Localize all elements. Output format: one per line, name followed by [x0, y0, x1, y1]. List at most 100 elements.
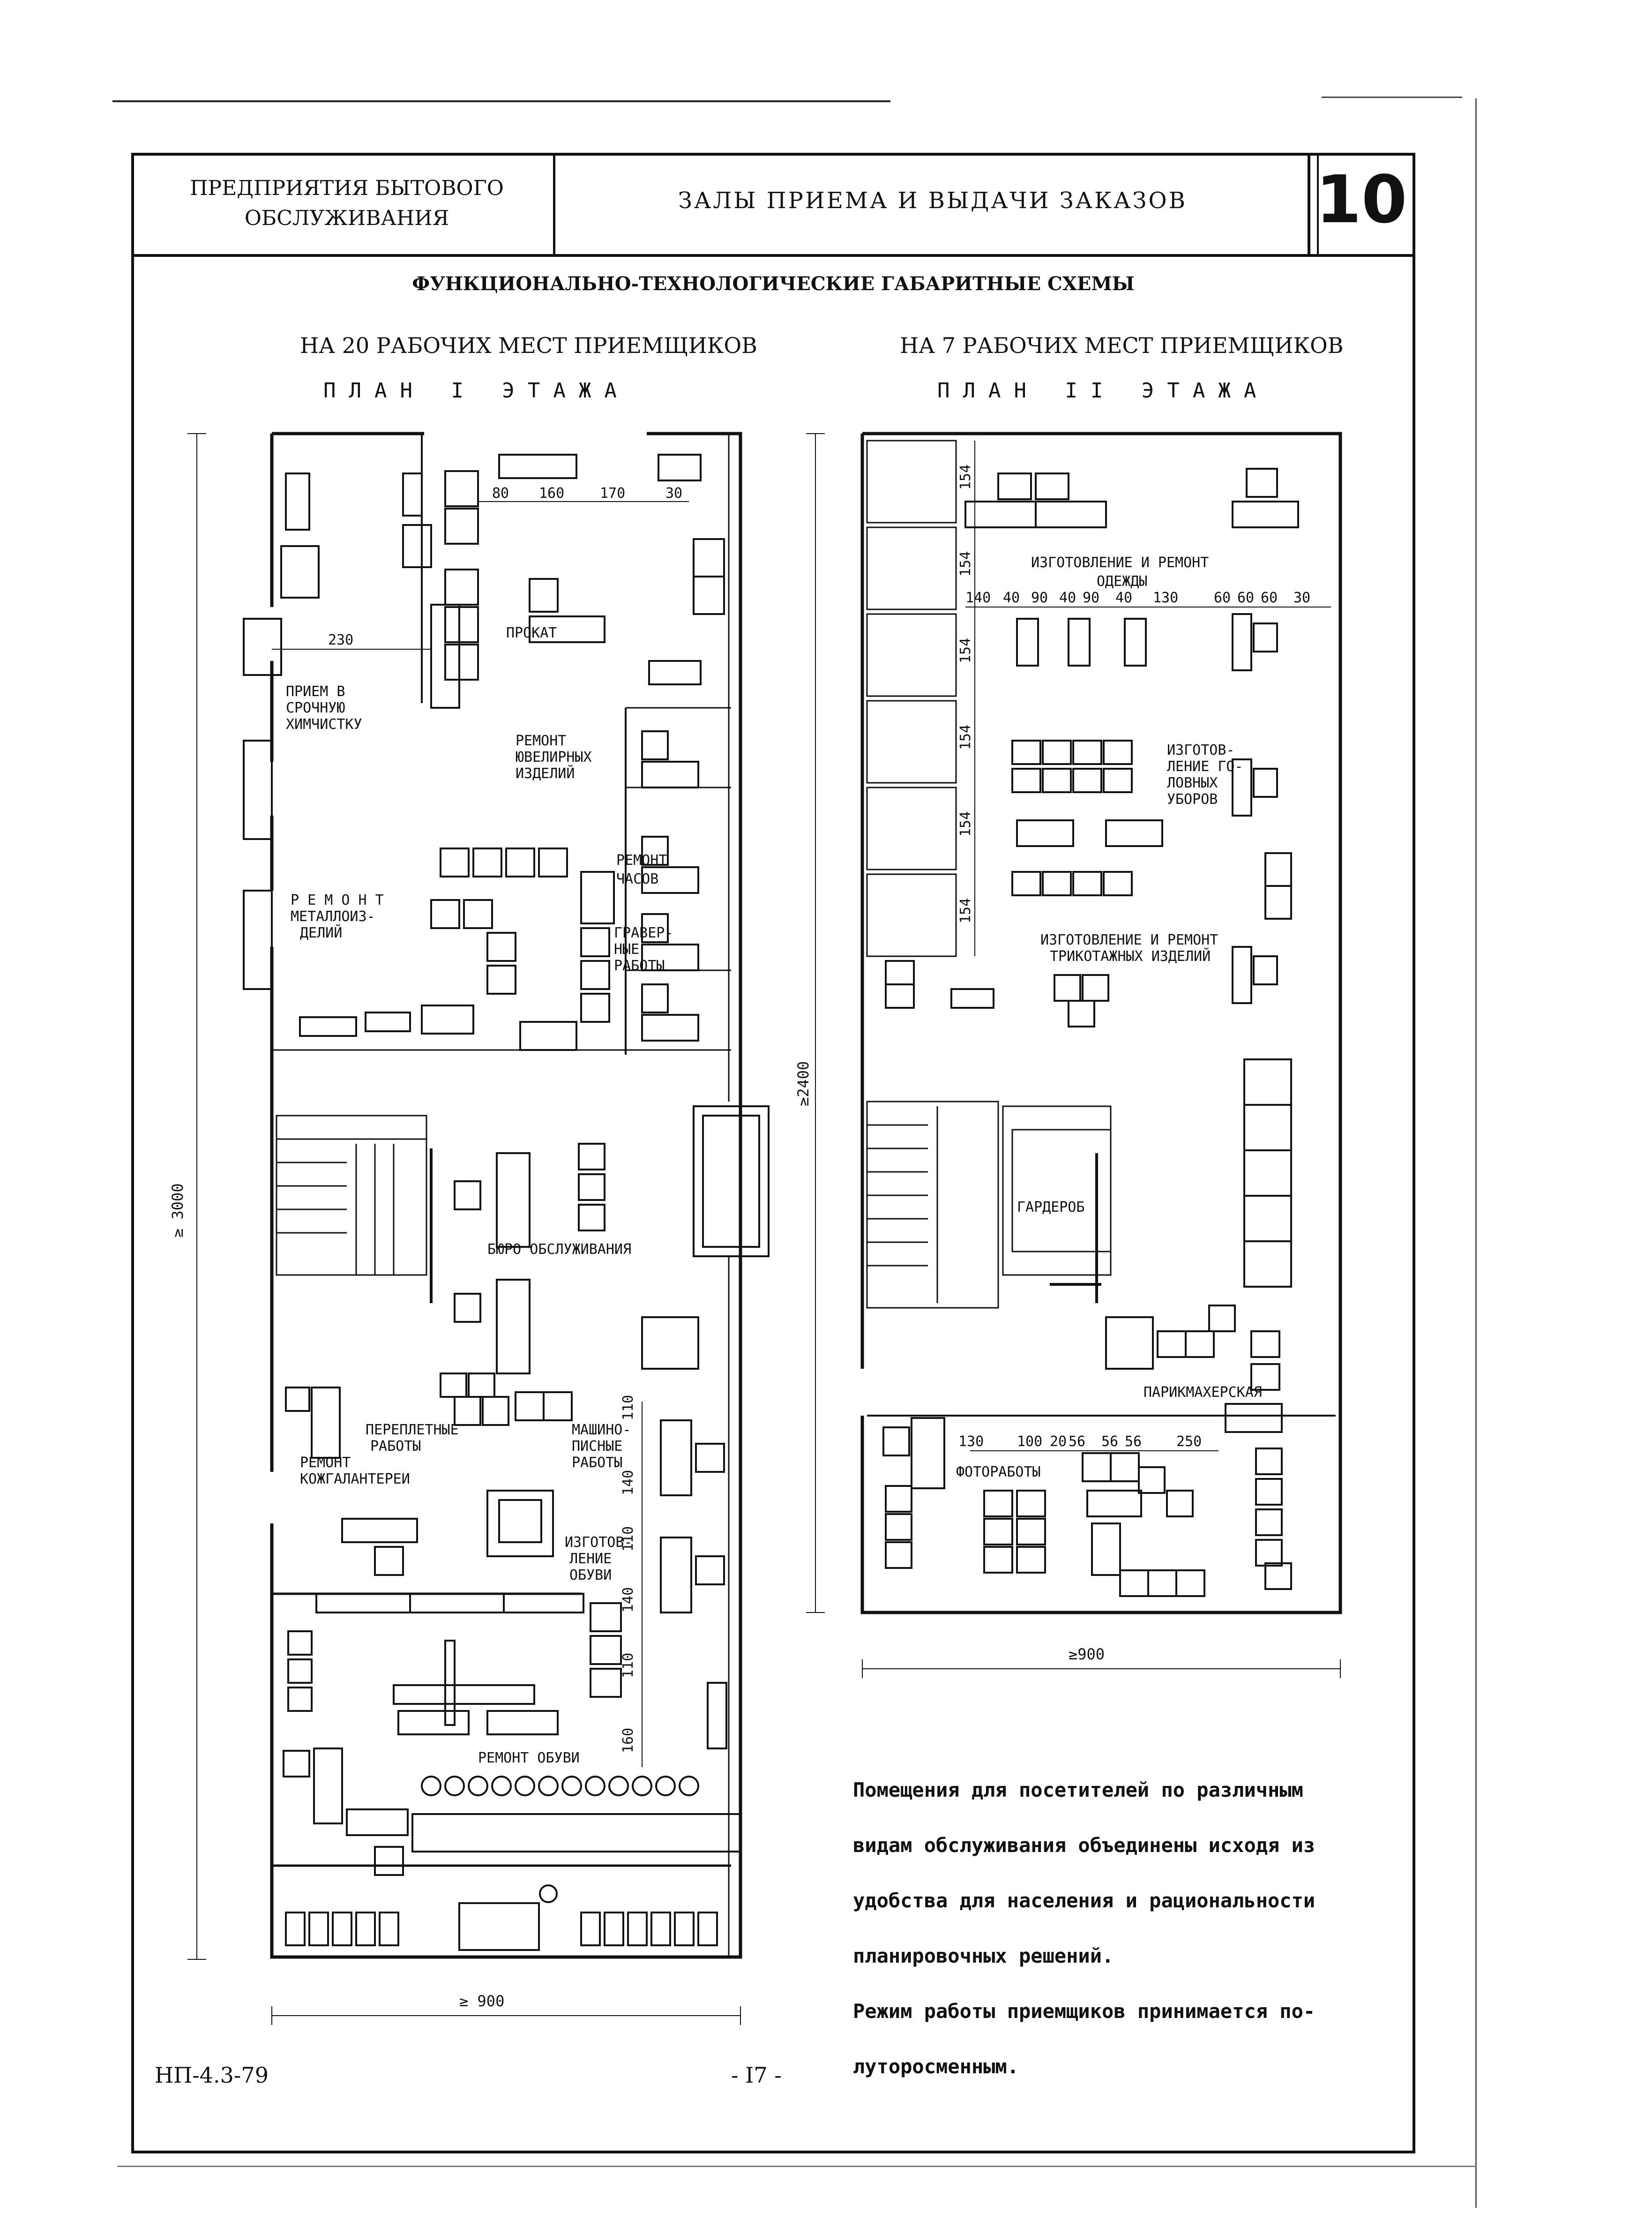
note-line-1: Помещения для посетителей по различным [853, 1778, 1303, 1801]
label-knitwear-2: ТРИКОТАЖНЫХ ИЗДЕЛИЙ [1050, 948, 1211, 965]
label-binding-2: РАБОТЫ [370, 1438, 421, 1455]
dim-side-154-5: 154 [957, 811, 974, 837]
dim-top-140: 140 [965, 590, 991, 606]
header-left: ПРЕДПРИЯТИЯ БЫТОВОГО ОБСЛУЖИВАНИЯ [141, 173, 553, 233]
right-edge-rule [1475, 98, 1477, 2208]
left-dim-height: ≥ 3000 [169, 1183, 187, 1238]
left-plan-subtitle: НА 20 РАБОЧИХ МЕСТ ПРИЕМЩИКОВ [300, 333, 757, 358]
floor-plan-2: ИЗГОТОВЛЕНИЕ И РЕМОНТ ОДЕЖДЫ ИЗГОТОВ- ЛЕ… [797, 432, 1342, 1678]
dim-bottom-100: 100 [1017, 1433, 1042, 1450]
label-typing-2: ПИСНЫЕ [572, 1438, 622, 1455]
note-line-6: луторосменным. [853, 2055, 1019, 2078]
header-left-line1: ПРЕДПРИЯТИЯ БЫТОВОГО [190, 176, 504, 200]
label-jewelry-3: ИЗДЕЛИЙ [516, 765, 575, 782]
dim-230: 230 [328, 632, 353, 648]
dim-top-40a: 40 [1003, 590, 1020, 606]
shoe-repair-circles [421, 1776, 699, 1903]
main-title: ФУНКЦИОНАЛЬНО-ТЕХНОЛОГИЧЕСКИЕ ГАБАРИТНЫЕ… [412, 273, 1135, 295]
label-shoemaking-3: ОБУВИ [569, 1567, 612, 1583]
dim-110-b: 110 [620, 1526, 636, 1552]
dim-side-154-4: 154 [957, 725, 974, 750]
title-divider-3 [1317, 153, 1319, 257]
note-line-2: видам обслуживания объединены исходя из [853, 1834, 1316, 1857]
label-priem-3: ХИМЧИСТКУ [286, 716, 362, 733]
label-metal-2: МЕТАЛЛОИЗ- [291, 908, 375, 925]
title-divider-1 [553, 153, 555, 257]
label-leather-2: КОЖГАЛАНТЕРЕИ [300, 1471, 410, 1487]
label-hats-2: ЛЕНИЕ ГО- [1167, 758, 1243, 775]
dim-140-a: 140 [620, 1470, 636, 1495]
dim-30: 30 [665, 485, 682, 502]
dim-top-30: 30 [1293, 590, 1310, 606]
dim-bottom-56a: 56 [1069, 1433, 1085, 1450]
dim-top-60c: 60 [1261, 590, 1278, 606]
label-jewelry-1: РЕМОНТ [516, 733, 566, 749]
label-jewelry-2: ЮВЕЛИРНЫХ [516, 749, 592, 765]
right-plan-subtitle: НА 7 РАБОЧИХ МЕСТ ПРИЕМЩИКОВ [900, 333, 1344, 358]
header-center-title: ЗАЛЫ ПРИЕМА И ВЫДАЧИ ЗАКАЗОВ [678, 188, 1188, 214]
dim-170: 170 [600, 485, 625, 502]
bottom-rule [117, 2166, 1476, 2167]
dim-top-40c: 40 [1115, 590, 1132, 606]
dim-bottom-250: 250 [1176, 1433, 1202, 1450]
label-bureau: БЮРО ОБСЛУЖИВАНИЯ [487, 1241, 631, 1258]
dim-160: 160 [620, 1728, 636, 1753]
label-engraving-3: РАБОТЫ [614, 958, 665, 974]
label-odezhda-1: ИЗГОТОВЛЕНИЕ И РЕМОНТ [1031, 555, 1209, 571]
dim-side-154-2: 154 [957, 551, 974, 577]
dim-side-154-1: 154 [957, 465, 974, 490]
sheet-frame [131, 153, 1415, 2153]
label-leather-1: РЕМОНТ [300, 1455, 351, 1471]
label-knitwear-1: ИЗГОТОВЛЕНИЕ И РЕМОНТ [1040, 932, 1218, 948]
label-priem-1: ПРИЕМ В [286, 683, 345, 700]
label-hats-1: ИЗГОТОВ- [1167, 742, 1235, 758]
document-code: НП-4.3-79 [155, 2062, 269, 2088]
label-shoemaking-1: ИЗГОТОВ- [565, 1534, 633, 1551]
dim-top-90a: 90 [1031, 590, 1048, 606]
label-hats-4: УБОРОВ [1167, 791, 1218, 808]
floor-plan-1: 80 160 170 30 230 ПРОКАТ ПРИЕМ В СРОЧНУЮ… [169, 432, 770, 2025]
note-line-5: Режим работы приемщиков принимается по- [853, 2000, 1316, 2023]
staircase-1 [276, 1115, 433, 1303]
dim-top-60a: 60 [1214, 590, 1231, 606]
left-plan-title: ПЛАН I ЭТАЖА [323, 379, 630, 403]
label-engraving-2: НЫЕ [614, 941, 639, 958]
note-line-4: планировочных решений. [853, 1944, 1114, 1967]
sheet-number: 10 [1316, 162, 1407, 238]
title-divider-2 [1308, 153, 1310, 257]
label-photo: ФОТОРАБОТЫ [956, 1464, 1041, 1480]
dim-top-130: 130 [1153, 590, 1178, 606]
label-typing-3: РАБОТЫ [572, 1455, 622, 1471]
title-block [131, 153, 1415, 257]
label-hairdresser: ПАРИКМАХЕРСКАЯ [1144, 1384, 1262, 1401]
dim-top-40b: 40 [1059, 590, 1076, 606]
header-left-line2: ОБСЛУЖИВАНИЯ [244, 206, 449, 230]
left-dim-width: ≥ 900 [459, 1992, 504, 2010]
label-metal-1: Р Е М О Н Т [291, 892, 384, 908]
dim-bottom-130: 130 [958, 1433, 984, 1450]
right-dim-height: ≥2400 [797, 1061, 812, 1106]
dim-top-60b: 60 [1237, 590, 1254, 606]
right-plan-title: ПЛАН II ЭТАЖА [937, 379, 1270, 403]
note-line-3: удобства для населения и рациональности [853, 1889, 1316, 1912]
label-typing-1: МАШИНО- [572, 1422, 631, 1438]
label-engraving-1: ГРАВЕР- [614, 925, 673, 941]
top-rule-right [1322, 97, 1462, 98]
dim-bottom-20: 20 [1050, 1433, 1067, 1450]
label-clock-2: ЧАСОВ [616, 871, 658, 887]
dim-bottom-56b: 56 [1101, 1433, 1118, 1450]
label-hats-3: ЛОВНЫХ [1167, 775, 1218, 791]
dim-140-b: 140 [620, 1587, 636, 1612]
top-rule [112, 100, 890, 102]
dim-bottom-56c: 56 [1125, 1433, 1142, 1450]
label-priem-2: СРОЧНУЮ [286, 700, 345, 716]
label-prokat: ПРОКАТ [506, 625, 557, 641]
dim-110-c: 110 [620, 1653, 636, 1678]
dim-side-154-6: 154 [957, 898, 974, 923]
label-shoe-repair: РЕМОНТ ОБУВИ [478, 1750, 580, 1766]
label-binding-1: ПЕРЕПЛЕТНЫЕ [366, 1422, 459, 1438]
dim-80: 80 [492, 485, 509, 502]
label-metal-3: ДЕЛИЙ [300, 924, 342, 941]
explanatory-note: Помещения для посетителей по различным в… [853, 1762, 1378, 2094]
page-number: - I7 - [731, 2062, 782, 2088]
